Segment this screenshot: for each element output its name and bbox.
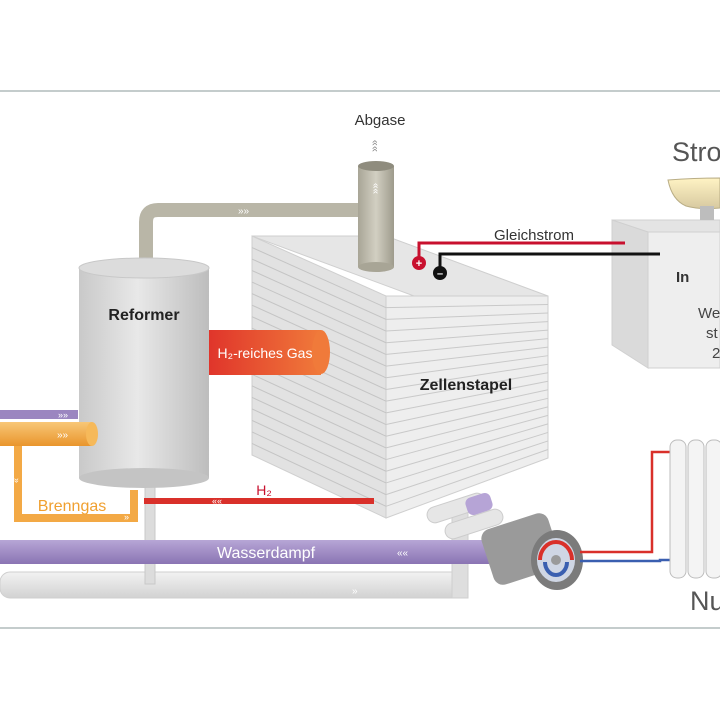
stack-plate-line (385, 346, 549, 367)
stack-plate-line (385, 355, 549, 379)
label-nutzwaerme: Nu (690, 586, 720, 616)
inverter-line-2: We (698, 305, 720, 322)
brenngas-pipe: »» » » (0, 422, 138, 522)
stack-plate-line (385, 304, 549, 309)
plus-terminal: + (416, 258, 422, 270)
stack-plate-line (251, 408, 387, 472)
inverter-label: In (676, 269, 689, 286)
inverter-line-3: st (706, 325, 719, 342)
stack-plate-line (251, 431, 387, 496)
label-strom: Stro (672, 137, 720, 167)
reformer-tank (78, 257, 210, 488)
inverter-box (611, 219, 720, 369)
stack-plate-line (385, 312, 549, 320)
wasserdampf-pipe: »» «« (0, 410, 512, 564)
h2-line: «« (144, 496, 374, 506)
inverter-line-4: 2 (712, 345, 720, 362)
stack-plate-line (251, 270, 387, 332)
label-zellenstapel: Zellenstapel (420, 377, 512, 394)
stack-plate-line (385, 329, 549, 344)
label-brenngas: Brenngas (38, 498, 107, 515)
stack-plate-line (251, 247, 387, 309)
stack-plate-line (385, 423, 549, 472)
label-wasserdampf: Wasserdampf (217, 545, 316, 562)
stack-plate-line (251, 281, 387, 344)
stack-plate-line (251, 258, 387, 320)
dc-wires (412, 241, 660, 280)
stack-plate-line (251, 396, 387, 461)
flow-arrow-icon: «« (397, 548, 409, 559)
flow-arrow-icon: »» (238, 206, 250, 217)
label-reformer: Reformer (108, 307, 179, 324)
flow-arrow-icon: »» (370, 182, 381, 194)
heat-exchanger-icon (481, 513, 583, 590)
stack-plate-line (385, 449, 549, 507)
flow-arrow-icon: » (124, 512, 129, 522)
label-gleichstrom: Gleichstrom (494, 227, 574, 244)
flow-arrow-icon: » (352, 586, 358, 597)
h2-rich-gas-pipe (209, 330, 330, 375)
stack-plate-line (385, 380, 549, 414)
stack-plate-line (385, 363, 549, 390)
stack-plate-line (251, 419, 387, 484)
label-abgase: Abgase (355, 112, 406, 129)
exhaust-system: »» »» »» (139, 140, 394, 272)
stack-plate-line (251, 443, 387, 507)
heating-lines (580, 450, 672, 563)
stack-plate-line (251, 385, 387, 449)
label-h2: H₂ (256, 482, 272, 498)
flow-arrow-icon: »» (369, 140, 381, 152)
stack-plate-line (385, 321, 549, 332)
stack-plate-line (251, 373, 387, 437)
flow-arrow-icon: » (12, 478, 22, 483)
lamp-icon (667, 177, 720, 220)
flow-arrow-icon: «« (212, 496, 222, 506)
stack-plate-line (385, 440, 549, 496)
stack-plate-line (385, 414, 549, 461)
stack-plate-line (385, 389, 549, 426)
stack-plate-line (251, 293, 387, 355)
flow-arrow-icon: »» (57, 430, 69, 441)
flow-arrow-icon: »» (58, 410, 68, 420)
stack-plate-line (385, 431, 549, 484)
return-pipes: » (0, 479, 504, 599)
minus-terminal: – (437, 268, 443, 280)
radiator-icon (669, 439, 720, 579)
stack-plate-line (385, 397, 549, 437)
stack-plate-line (385, 406, 549, 449)
stack-plate-line (385, 338, 549, 355)
stack-plate-line (385, 372, 549, 402)
label-h2-reiches-gas: H₂-reiches Gas (218, 345, 313, 361)
